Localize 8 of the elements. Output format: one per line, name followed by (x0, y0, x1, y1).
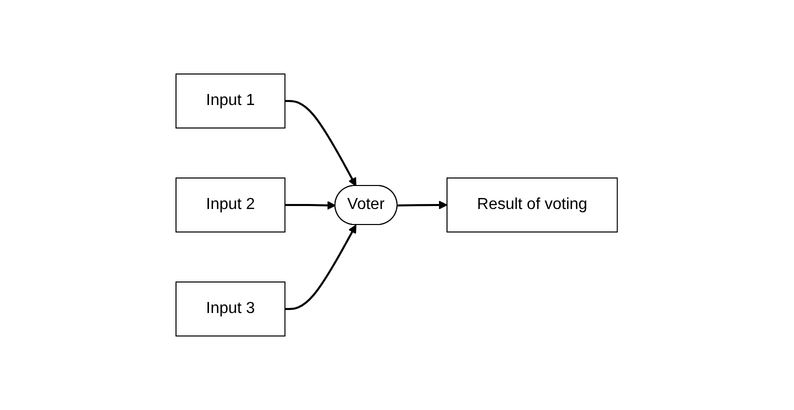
node-box: Input 3 (176, 282, 286, 336)
arrow (398, 200, 448, 210)
node-box: Result of voting (446, 178, 618, 232)
arrow (285, 224, 357, 310)
node-box: Input 2 (176, 178, 286, 232)
node-box: Input 1 (176, 74, 286, 128)
arrow (285, 100, 357, 186)
arrow (285, 200, 336, 210)
